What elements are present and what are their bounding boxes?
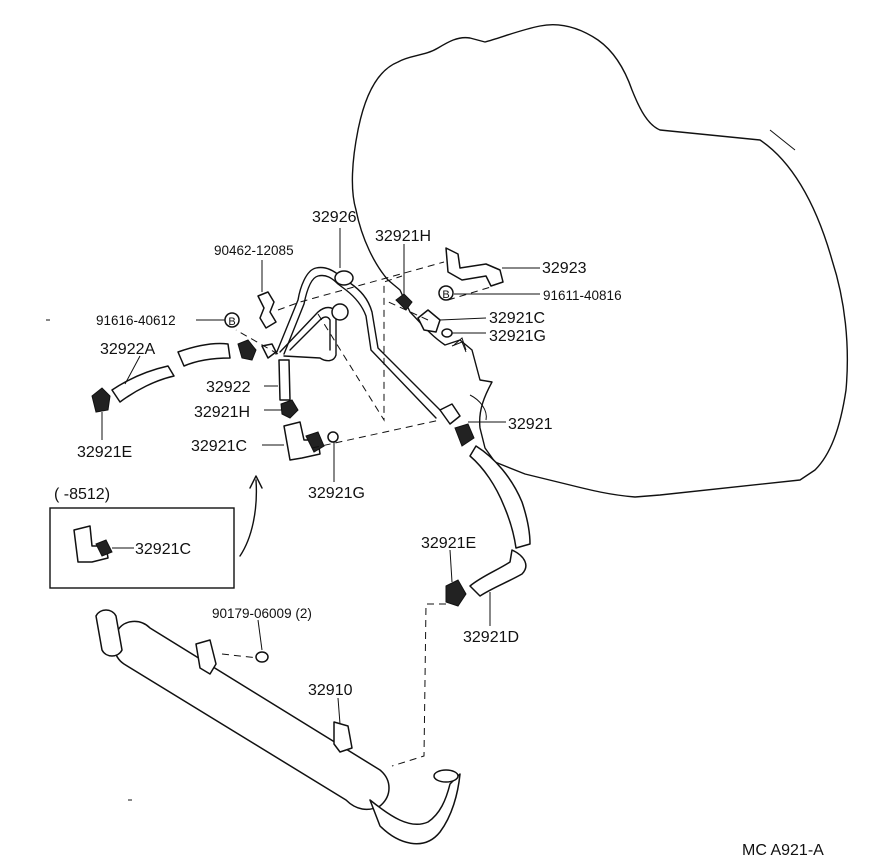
dash-line xyxy=(447,285,495,301)
fitting-32921 xyxy=(439,403,461,425)
diagram-code: MC A921-A xyxy=(742,842,824,859)
label-91616-40612: 91616-40612 xyxy=(96,313,176,328)
cooler-bracket-right xyxy=(333,721,353,753)
clamp-32921E-right xyxy=(445,579,467,607)
hose-32921D xyxy=(469,549,527,597)
hose-32922A-upper xyxy=(177,342,231,367)
dash-line xyxy=(235,329,279,355)
grommet-32926 xyxy=(334,270,354,286)
transmission-detail xyxy=(451,341,467,353)
cooler-tube-upper xyxy=(275,266,443,413)
clamp-left-upper xyxy=(237,339,257,361)
label-90179-06009: 90179-06009 (2) xyxy=(212,606,312,621)
hose-32922 xyxy=(278,359,291,401)
oil-cooler-body xyxy=(113,620,390,811)
cooler-bracket-left xyxy=(195,639,217,675)
inset-part-label: 32921C xyxy=(135,541,191,558)
label-32921E-left: 32921E xyxy=(77,444,132,461)
oil-cooler-end-left xyxy=(95,609,123,657)
label-32921C-left: 32921C xyxy=(191,438,247,455)
label-32921G-low: 32921G xyxy=(308,485,365,502)
label-32921H-left: 32921H xyxy=(194,404,250,421)
hose-32922A xyxy=(111,365,175,403)
oring-32921G-right xyxy=(441,328,453,338)
label-32923: 32923 xyxy=(542,260,587,277)
nut-90179 xyxy=(255,651,269,663)
inset-arrowhead xyxy=(249,475,263,489)
cooler-tube-upper-inner xyxy=(283,274,437,419)
fitting-32921H-left xyxy=(280,399,299,419)
oil-cooler-outlet xyxy=(369,773,461,845)
label-32921E-right: 32921E xyxy=(421,535,476,552)
label-91611-40816: 91611-40816 xyxy=(543,288,622,303)
bolt-B-left-mark: B xyxy=(228,316,235,328)
dash-line xyxy=(383,299,429,321)
oil-cooler-outlet-end xyxy=(433,769,459,783)
clamp-90462 xyxy=(257,291,277,329)
clamp-32921E-left xyxy=(91,387,111,413)
bolt-B-right xyxy=(438,285,454,301)
oring-32921G-low xyxy=(327,431,339,443)
inset-range-label: ( -8512) xyxy=(54,486,110,503)
housing-port xyxy=(453,337,467,351)
inset-arrow xyxy=(239,479,258,557)
elbow-nipple xyxy=(305,431,325,453)
dash-line xyxy=(311,419,441,449)
label-32921: 32921 xyxy=(508,416,553,433)
fitting-32921C-right xyxy=(417,309,441,333)
inset-nipple xyxy=(95,539,113,557)
label-32921G-right: 32921G xyxy=(489,328,546,345)
inset-box xyxy=(49,507,235,589)
label-32910: 32910 xyxy=(308,682,353,699)
label-32922: 32922 xyxy=(206,379,251,396)
dash-line xyxy=(221,653,259,659)
label-32921C-right: 32921C xyxy=(489,310,545,327)
cooler-tube-loop xyxy=(279,306,337,362)
label-32921H-top: 32921H xyxy=(375,228,431,245)
label-90462-12085: 90462-12085 xyxy=(214,243,294,258)
leader-lines xyxy=(101,228,540,725)
cooler-tube-loop-inner xyxy=(289,316,331,351)
dash-line xyxy=(317,275,403,422)
transmission-detail xyxy=(769,129,796,151)
fitting-32921H-top xyxy=(395,293,413,311)
dash-line xyxy=(391,603,446,767)
transmission-detail xyxy=(469,394,487,421)
hose-32921-long xyxy=(469,445,531,549)
clamp-left-upper2 xyxy=(261,343,277,359)
label-32926: 32926 xyxy=(312,209,357,226)
clamp-32921-lower xyxy=(454,423,475,447)
label-32922A: 32922A xyxy=(100,341,155,358)
transmission-outline xyxy=(351,24,849,498)
dash-line xyxy=(277,261,445,311)
grommet-32926-lower xyxy=(331,303,349,321)
bolt-B-right-mark: B xyxy=(442,289,449,301)
label-32921D: 32921D xyxy=(463,629,519,646)
bracket-32923 xyxy=(445,247,504,287)
